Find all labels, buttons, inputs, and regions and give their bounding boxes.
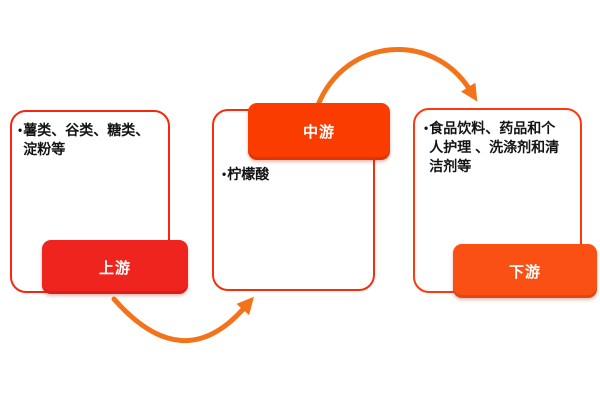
upstream-item-text: 薯类、谷类、糖类、淀粉等: [23, 122, 150, 157]
downstream-item-text: 食品饮料、药品和个人护理 、洗涤剂和清洁剂等: [429, 120, 560, 174]
bullet-icon: •: [424, 121, 429, 135]
upstream-badge: 上游: [42, 240, 188, 294]
midstream-item-text: 柠檬酸: [227, 166, 270, 182]
downstream-badge: 下游: [453, 244, 597, 298]
midstream-badge: 中游: [248, 103, 390, 160]
bullet-icon: •: [18, 123, 23, 137]
bullet-icon: •: [222, 167, 227, 181]
arrow-midstream-to-downstream-icon: [315, 47, 478, 108]
midstream-item: • 柠檬酸: [214, 111, 373, 184]
upstream-item: • 薯类、谷类、糖类、淀粉等: [12, 112, 168, 159]
arrow-upstream-to-midstream-icon: [111, 296, 254, 343]
downstream-item: • 食品饮料、药品和个人护理 、洗涤剂和清洁剂等: [415, 110, 580, 176]
